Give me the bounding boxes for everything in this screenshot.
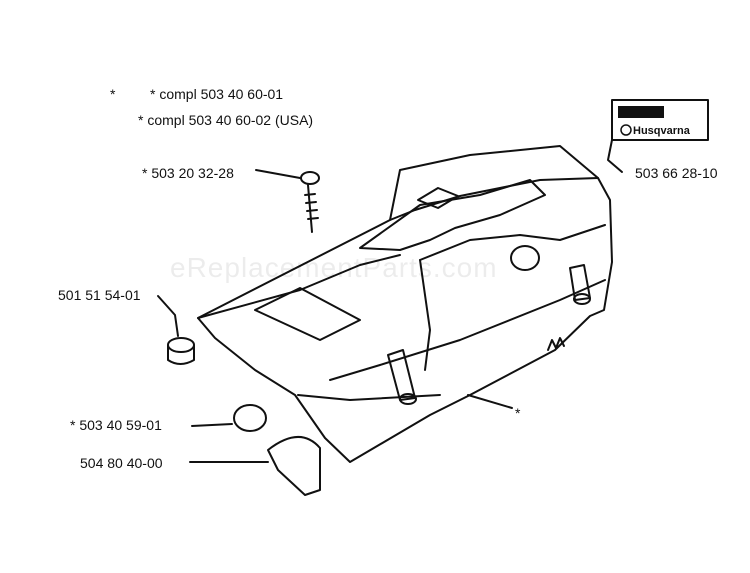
plug-top bbox=[167, 337, 195, 353]
label-compl-bullet: * bbox=[110, 86, 116, 102]
decal-logo-bar bbox=[618, 106, 664, 118]
front-recess bbox=[254, 287, 361, 341]
label-decal: 503 66 28-10 bbox=[635, 165, 718, 181]
top-emblem bbox=[417, 187, 459, 209]
decal-part bbox=[611, 99, 709, 141]
leader-plug bbox=[157, 295, 179, 337]
decal-text: Husqvarna bbox=[633, 125, 690, 137]
label-compl-1: * compl 503 40 60-01 bbox=[150, 86, 284, 102]
leader-decal bbox=[607, 139, 623, 173]
leader-cover bbox=[467, 394, 513, 409]
decal-logo-dot bbox=[620, 124, 632, 136]
label-cap: * 503 40 59-01 bbox=[70, 417, 162, 433]
top-front-edge bbox=[197, 254, 401, 319]
right-tube-end bbox=[573, 293, 591, 305]
left-tube-end bbox=[399, 393, 417, 405]
label-plug: 501 51 54-01 bbox=[58, 287, 141, 303]
side-line-4 bbox=[297, 394, 441, 401]
cap-part bbox=[233, 404, 267, 432]
watermark: eReplacementParts.com bbox=[170, 252, 498, 283]
side-marking bbox=[547, 337, 565, 351]
label-guard: 504 80 40-00 bbox=[80, 455, 163, 471]
top-recess bbox=[359, 179, 546, 251]
label-screw: * 503 20 32-28 bbox=[142, 165, 234, 181]
plug-body bbox=[167, 344, 195, 365]
screw-thread bbox=[304, 193, 319, 220]
guard-part bbox=[267, 436, 321, 496]
label-cover-marker: * bbox=[515, 405, 521, 421]
leader-cap bbox=[191, 423, 233, 427]
label-compl-2: * compl 503 40 60-02 (USA) bbox=[138, 112, 314, 128]
side-line-2 bbox=[419, 224, 606, 261]
leader-screw bbox=[255, 169, 301, 179]
side-line-1 bbox=[419, 259, 431, 371]
screw-shank bbox=[307, 184, 313, 233]
round-port bbox=[510, 245, 540, 271]
side-line-3 bbox=[329, 279, 606, 381]
cylinder-cover-outline bbox=[197, 145, 613, 463]
screw-head bbox=[300, 171, 320, 185]
